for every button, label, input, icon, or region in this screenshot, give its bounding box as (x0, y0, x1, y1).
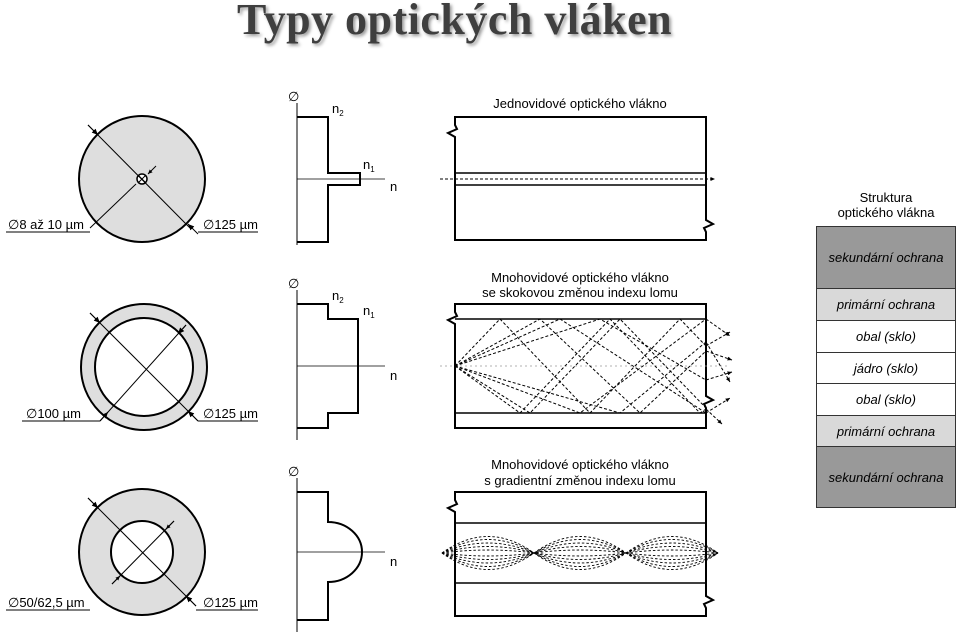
outer-diameter-line (87, 124, 191, 229)
outer-diameter-label: ∅125 µm (203, 406, 258, 421)
diameter-axis-label: ∅ (288, 276, 299, 291)
caption-line-1: Mnohovidové optického vlákno (491, 270, 669, 285)
zigzag-rays (454, 318, 707, 414)
inner-diameter-label: ∅50/62,5 µm (8, 595, 85, 610)
layer-cladding-bottom: obal (sklo) (817, 384, 955, 416)
layer-cladding-top: obal (sklo) (817, 321, 955, 353)
layer-primary-protection-top: primární ochrana (817, 289, 955, 321)
layer-secondary-protection-bottom: sekundární ochrana (817, 447, 955, 507)
row-multimode-graded: ∅50/62,5 µm ∅125 µm ∅ n Mnohovidové opti… (6, 457, 719, 632)
index-profile-step-multi: ∅ n n2 n1 (288, 276, 397, 440)
n2-label: n2 (332, 288, 344, 305)
index-profile-step-single: ∅ n n2 n1 (288, 89, 397, 245)
caption-line-2: se skokovou změnou indexu lomu (482, 285, 678, 300)
fiber-side-view-step: Mnohovidové optického vlákno se skokovou… (440, 270, 733, 429)
page-title: Typy optických vláken (237, 0, 673, 44)
cross-section-multimode-step: ∅100 µm ∅125 µm (22, 303, 258, 431)
n1-label: n1 (363, 303, 375, 320)
row-multimode-step: ∅100 µm ∅125 µm ∅ n n2 n1 Mnohovidové op… (22, 270, 733, 440)
layer-secondary-protection-top: sekundární ochrana (817, 227, 955, 289)
caption-line-1: Mnohovidové optického vlákno (491, 457, 669, 472)
n2-label: n2 (332, 101, 344, 118)
fiber-side-view-single: Jednovidové optického vlákno (440, 96, 716, 241)
fiber-structure-stack: sekundární ochrana primární ochrana obal… (816, 226, 956, 508)
n1-label: n1 (363, 157, 375, 174)
fiber-side-view-graded: Mnohovidové optického vlákno s gradientn… (441, 457, 719, 617)
caption-single-mode: Jednovidové optického vlákno (493, 96, 666, 111)
diameter-axis-label: ∅ (288, 89, 299, 104)
inner-diameter-line (89, 183, 137, 229)
cross-section-single-mode: ∅8 až 10 µm ∅125 µm (6, 115, 258, 243)
graded-rays (441, 536, 719, 570)
outer-diameter-label: ∅125 µm (203, 595, 258, 610)
inner-diameter-label: ∅100 µm (26, 406, 81, 421)
cross-section-multimode-graded: ∅50/62,5 µm ∅125 µm (6, 488, 258, 616)
outer-diameter-label: ∅125 µm (203, 217, 258, 232)
layer-core: jádro (sklo) (817, 353, 955, 384)
row-single-mode: ∅8 až 10 µm ∅125 µm ∅ n n2 n1 Jednovidov… (6, 89, 716, 245)
caption-line-2: s gradientní změnou indexu lomu (484, 473, 676, 488)
n-axis-label: n (390, 368, 397, 383)
structure-title: Struktura optického vlákna (837, 190, 935, 220)
n-axis-label: n (390, 179, 397, 194)
n-axis-label: n (390, 554, 397, 569)
layer-primary-protection-bottom: primární ochrana (817, 416, 955, 447)
index-profile-graded: ∅ n (288, 464, 397, 632)
diameter-axis-label: ∅ (288, 464, 299, 479)
inner-diameter-label: ∅8 až 10 µm (8, 217, 84, 232)
